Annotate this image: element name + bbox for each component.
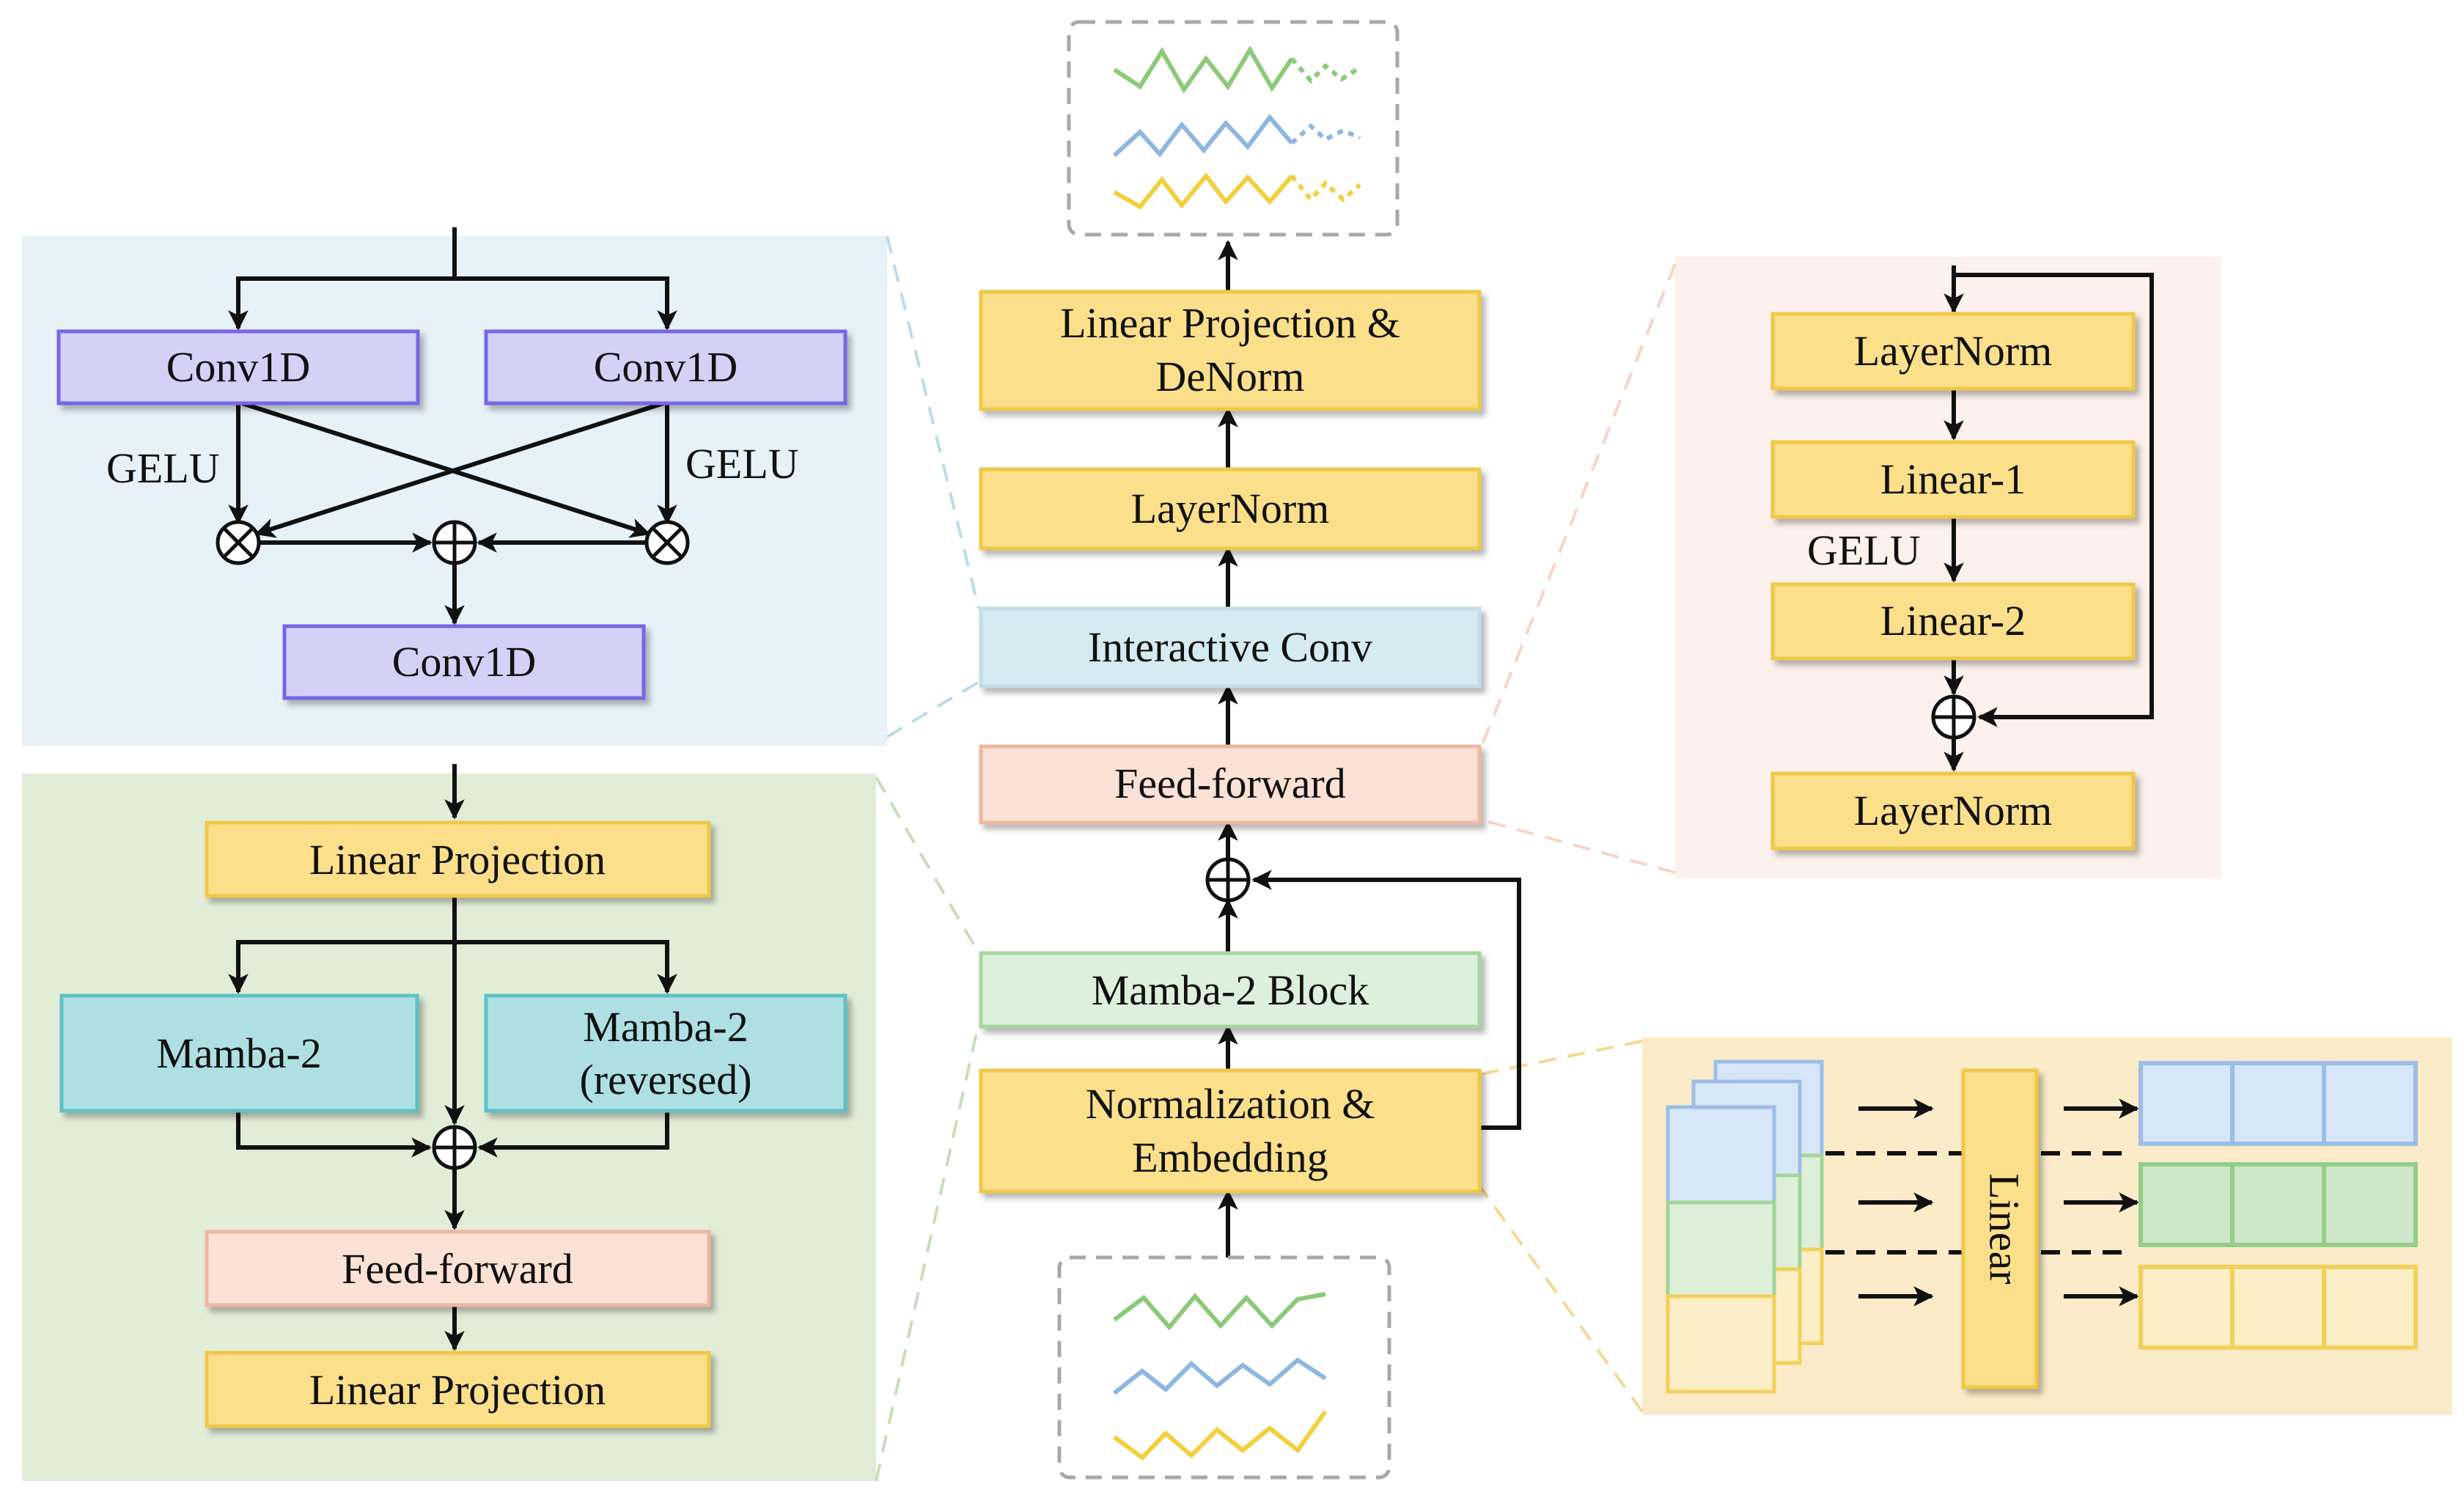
conv1d-bottom-label: Conv1D [392, 638, 537, 686]
linear-projection-denorm-line2: DeNorm [1156, 353, 1305, 400]
conv1d-right-label: Conv1D [594, 343, 738, 391]
center-feed-forward-box: Feed-forward [979, 744, 1482, 825]
linear-label: Linear [1981, 1173, 2029, 1284]
mamba-panel-wires [228, 764, 677, 1351]
input-series-blue [1113, 1357, 1327, 1395]
token-row-green [2138, 1162, 2418, 1247]
linear-projection-denorm-line1: Linear Projection & [1060, 299, 1400, 347]
center-feed-forward-label: Feed-forward [1114, 760, 1346, 807]
zoom-connectors [875, 235, 1677, 1482]
mamba2-box: Mamba-2 [59, 993, 419, 1113]
mamba-linear-projection-bottom-label: Linear Projection [309, 1366, 606, 1414]
ffn-layernorm-bottom-box: LayerNorm [1770, 771, 2136, 851]
input-series-frame [1057, 1255, 1391, 1480]
stacked-patches-icon [1666, 1059, 1824, 1394]
mamba2-block-box: Mamba-2 Block [979, 951, 1482, 1029]
conv1d-left-label: Conv1D [166, 343, 311, 391]
normalization-embedding-line2: Embedding [1132, 1134, 1328, 1181]
output-series-blue [1112, 114, 1294, 158]
linear-box: Linear [1961, 1068, 2039, 1389]
gelu-right-label: GELU [685, 440, 799, 488]
ffn-panel-wires [1943, 265, 2154, 772]
linear-projection-denorm-box: Linear Projection & DeNorm [979, 290, 1482, 411]
ffn-layernorm-top-label: LayerNorm [1854, 327, 2053, 375]
conv-panel-wires [228, 227, 677, 625]
interactive-conv-box: Interactive Conv [979, 606, 1482, 688]
ffn-layernorm-bottom-label: LayerNorm [1854, 787, 2053, 834]
output-forecast-green [1290, 57, 1361, 84]
linear2-label: Linear-2 [1880, 597, 2026, 644]
conv-add-icon [432, 520, 477, 565]
mamba2-reversed-line2: (reversed) [579, 1056, 751, 1103]
mamba-linear-projection-top-box: Linear Projection [205, 820, 711, 898]
ffn-add-icon [1931, 694, 1976, 740]
embedding-arrows [1825, 1098, 2139, 1307]
linear1-label: Linear-1 [1880, 455, 2026, 503]
mamba-feed-forward-box: Feed-forward [205, 1230, 711, 1307]
token-row-blue [2138, 1061, 2418, 1146]
interactive-conv-label: Interactive Conv [1088, 623, 1372, 671]
input-series-yellow [1113, 1410, 1328, 1461]
mamba2-reversed-box: Mamba-2 (reversed) [484, 993, 847, 1113]
mamba2-label: Mamba-2 [156, 1029, 322, 1077]
center-layernorm-label: LayerNorm [1131, 485, 1330, 532]
embedding-token-rows [2138, 1061, 2418, 1350]
output-series-yellow [1113, 172, 1294, 210]
output-forecast-blue [1290, 122, 1361, 145]
ffn-layernorm-top-box: LayerNorm [1770, 312, 2136, 391]
mamba-linear-projection-bottom-box: Linear Projection [205, 1351, 711, 1428]
conv1d-bottom-box: Conv1D [282, 624, 646, 700]
conv1d-left-box: Conv1D [56, 329, 420, 405]
residual-add-icon [1205, 857, 1251, 903]
multiply-left-icon [216, 520, 261, 565]
linear1-box: Linear-1 [1770, 440, 2136, 519]
mamba-linear-projection-top-label: Linear Projection [309, 836, 606, 884]
linear2-box: Linear-2 [1770, 582, 2136, 661]
normalization-embedding-line1: Normalization & [1086, 1080, 1375, 1128]
multiply-right-icon [644, 520, 690, 565]
conv1d-right-box: Conv1D [484, 329, 847, 405]
mamba-feed-forward-label: Feed-forward [342, 1245, 573, 1293]
input-series-green [1113, 1292, 1326, 1331]
mamba2-reversed-line1: Mamba-2 [583, 1003, 749, 1051]
center-layernorm-box: LayerNorm [979, 467, 1482, 551]
output-series-frame [1067, 20, 1400, 237]
output-forecast-yellow [1290, 175, 1361, 203]
center-flow-arrows [1218, 240, 1521, 1257]
ffn-gelu-label: GELU [1807, 526, 1921, 574]
mamba2-block-label: Mamba-2 Block [1092, 966, 1369, 1014]
gelu-left-label: GELU [106, 444, 220, 492]
token-row-yellow [2138, 1265, 2418, 1350]
patch-stack-front [1666, 1105, 1776, 1394]
output-series-green [1113, 45, 1294, 94]
mamba-add-icon [432, 1125, 477, 1170]
normalization-embedding-box: Normalization & Embedding [979, 1068, 1482, 1194]
